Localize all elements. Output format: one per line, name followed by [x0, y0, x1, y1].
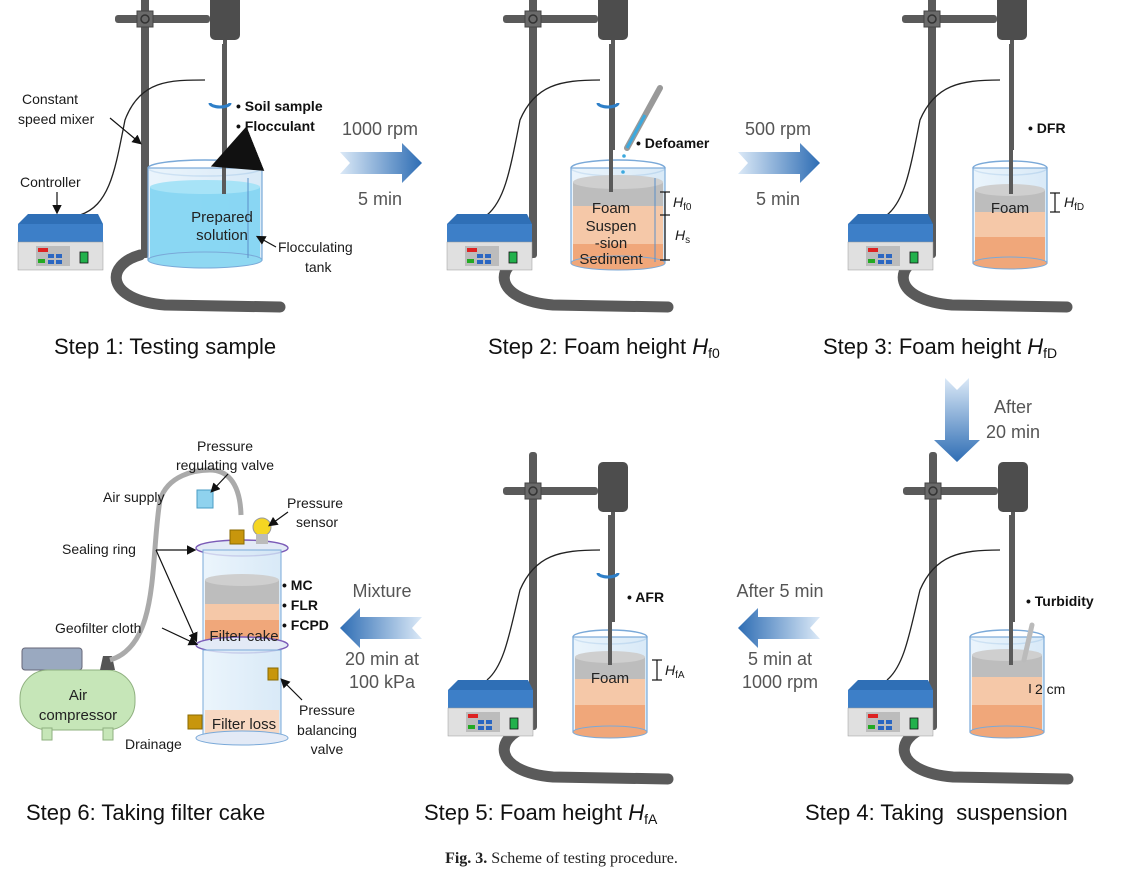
svg-text:Air: Air [69, 687, 87, 704]
step-6-labels: Pressure regulating valve Air supply Pre… [39, 438, 357, 757]
svg-text:5 min at: 5 min at [748, 649, 812, 669]
tank-content-2: solution [196, 227, 248, 244]
step-6-caption: Step 6: Taking filter cake [26, 800, 266, 825]
step-5-caption: Step 5: Foam height HfA [424, 800, 658, 827]
step-3-apparatus [847, 0, 1067, 307]
svg-text:Hs: Hs [675, 227, 690, 246]
step-2-apparatus [446, 0, 670, 307]
svg-text:• Turbidity: • Turbidity [1026, 593, 1094, 609]
svg-text:compressor: compressor [39, 707, 117, 724]
svg-text:Foam: Foam [592, 200, 630, 217]
step-4-apparatus [847, 452, 1068, 779]
mixer-label-1: Constant [22, 91, 78, 107]
input-flocculant: • Flocculant [236, 118, 315, 134]
right-arrow-icon [738, 143, 820, 183]
svg-text:balancing: balancing [297, 722, 357, 738]
svg-text:Pressure: Pressure [299, 702, 355, 718]
svg-text:Drainage: Drainage [125, 736, 182, 752]
transition-2-3: 500 rpm 5 min [738, 119, 820, 209]
step-6-apparatus [19, 467, 289, 746]
svg-text:• MC: • MC [282, 577, 313, 593]
svg-text:regulating valve: regulating valve [176, 457, 274, 473]
tank-label-2: tank [305, 259, 332, 275]
svg-text:Sealing ring: Sealing ring [62, 541, 136, 557]
step-2-caption: Step 2: Foam height Hf0 [488, 334, 720, 361]
svg-text:• FLR: • FLR [282, 597, 318, 613]
mixer-label-2: speed mixer [18, 111, 95, 127]
left-arrow-icon [738, 608, 820, 648]
svg-text:1000 rpm: 1000 rpm [342, 119, 418, 139]
step-1-apparatus [17, 0, 280, 307]
controller-device [17, 213, 104, 271]
svg-text:HfD: HfD [1064, 194, 1084, 213]
step-1-caption: Step 1: Testing sample [54, 334, 277, 359]
svg-text:Air supply: Air supply [103, 489, 164, 505]
svg-text:5 min: 5 min [756, 189, 800, 209]
svg-text:Hf0: Hf0 [673, 194, 692, 213]
sampling-pipette-icon [1021, 622, 1035, 663]
pour-arrow-icon [210, 126, 265, 171]
pipette-icon [621, 85, 663, 174]
svg-text:5 min: 5 min [358, 189, 402, 209]
svg-text:Foam: Foam [591, 670, 629, 687]
svg-text:1000 rpm: 1000 rpm [742, 672, 818, 692]
cable [79, 79, 206, 216]
transition-5-6: Mixture 20 min at 100 kPa [340, 581, 422, 692]
step-1-labels: Constant speed mixer Controller • Soil s… [18, 91, 353, 275]
svg-text:valve: valve [311, 741, 344, 757]
step-4-caption: Step 4: Taking suspension [805, 800, 1068, 825]
svg-text:• DFR: • DFR [1028, 120, 1066, 136]
step-4-labels: • Turbidity 2 cm [1026, 593, 1094, 697]
input-defoamer: • Defoamer [636, 135, 710, 151]
svg-text:After: After [994, 397, 1032, 417]
prepared-solution [150, 187, 260, 259]
left-arrow-icon [340, 608, 422, 648]
step-5-apparatus [447, 452, 668, 779]
svg-text:20 min at: 20 min at [345, 649, 419, 669]
svg-text:2 cm: 2 cm [1035, 681, 1065, 697]
svg-text:• AFR: • AFR [627, 589, 664, 605]
pressure-sensor-icon [252, 517, 272, 537]
svg-text:Sediment: Sediment [579, 251, 643, 268]
right-arrow-icon [340, 143, 422, 183]
svg-text:Mixture: Mixture [352, 581, 411, 601]
svg-text:Suspen: Suspen [586, 218, 637, 235]
svg-text:• FCPD: • FCPD [282, 617, 329, 633]
suspension-layer [573, 206, 663, 244]
svg-text:Filter cake: Filter cake [209, 628, 278, 645]
svg-text:Pressure: Pressure [197, 438, 253, 454]
svg-text:500 rpm: 500 rpm [745, 119, 811, 139]
svg-text:Filter loss: Filter loss [212, 716, 276, 733]
step-3-labels: • DFR Foam HfD [991, 120, 1084, 217]
down-arrow-icon [934, 378, 980, 462]
air-compressor [19, 647, 136, 741]
tank-content-1: Prepared [191, 209, 253, 226]
svg-text:Foam: Foam [991, 200, 1029, 217]
balancing-valve-icon [267, 667, 279, 681]
input-soil-sample: • Soil sample [236, 98, 323, 114]
figure-caption: Fig. 3. Scheme of testing procedure. [445, 850, 678, 867]
transition-4-5: After 5 min 5 min at 1000 rpm [736, 581, 823, 692]
step-3-caption: Step 3: Foam height HfD [823, 334, 1058, 361]
transition-3-4: After 20 min [934, 378, 1040, 462]
controller-label: Controller [20, 174, 81, 190]
svg-text:Pressure: Pressure [287, 495, 343, 511]
svg-text:HfA: HfA [665, 662, 685, 681]
step-2-labels: • Defoamer Foam Suspen -sion Sediment Hf… [579, 135, 710, 268]
svg-text:20 min: 20 min [986, 422, 1040, 442]
tank-label-1: Flocculating [278, 239, 353, 255]
regulating-valve-icon [196, 489, 214, 509]
rotation-icon [208, 102, 232, 109]
transition-1-2: 1000 rpm 5 min [340, 119, 422, 209]
svg-text:Geofilter cloth: Geofilter cloth [55, 620, 141, 636]
svg-text:sensor: sensor [296, 514, 338, 530]
svg-text:-sion: -sion [595, 235, 628, 252]
svg-text:100 kPa: 100 kPa [349, 672, 416, 692]
drain-valve-icon [187, 714, 203, 730]
step-5-labels: • AFR Foam HfA [591, 589, 685, 687]
svg-text:After 5 min: After 5 min [736, 581, 823, 601]
